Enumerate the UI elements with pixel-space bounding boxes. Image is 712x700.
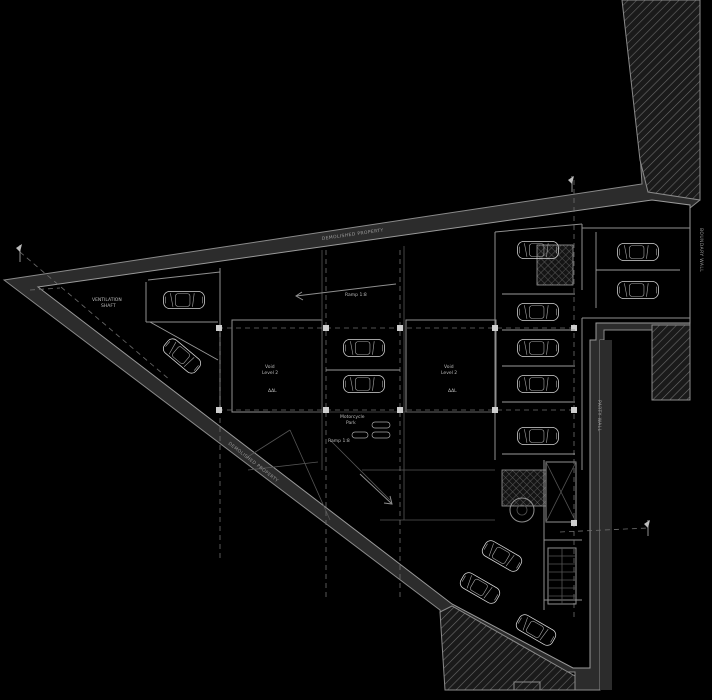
- void-right-tag: ΔΔL: [448, 388, 457, 394]
- ramp-label-top: Ramp 1:8: [345, 292, 367, 298]
- void-left-label-1: Void: [265, 364, 275, 370]
- door-mark: [513, 681, 541, 691]
- ramp-arrows: [295, 283, 397, 505]
- motorcycle-icon: [351, 421, 391, 439]
- outer-walls: [2, 0, 701, 691]
- void-left-tag: ΔΔL: [268, 388, 277, 394]
- void-left-label-2: Level 2: [262, 370, 278, 376]
- ventilation-label-1: VENTILATION: [92, 297, 122, 303]
- void-right-label-2: Level 2: [441, 370, 457, 376]
- wall-label-right-mid: PARTY WALL: [596, 400, 602, 432]
- section-marker-icon: [16, 176, 650, 536]
- motorcycle-label-1: Motorcycle: [340, 414, 365, 420]
- ventilation-label-2: SHAFT: [101, 303, 116, 309]
- hatched-walls: [439, 0, 701, 691]
- columns: [216, 325, 577, 526]
- motorcycle-label-2: Park: [346, 420, 356, 426]
- parking-stalls: [149, 232, 680, 455]
- ramp-label-bottom: Ramp 1:8: [328, 438, 350, 444]
- turning-circle-icon: [509, 497, 535, 523]
- wall-label-right-top: BOUNDARY WALL: [698, 228, 704, 272]
- inner-lines: [145, 223, 690, 610]
- void-right-label-1: Void: [444, 364, 454, 370]
- staircase-icon: [547, 547, 577, 605]
- structural-grid: [19, 180, 649, 620]
